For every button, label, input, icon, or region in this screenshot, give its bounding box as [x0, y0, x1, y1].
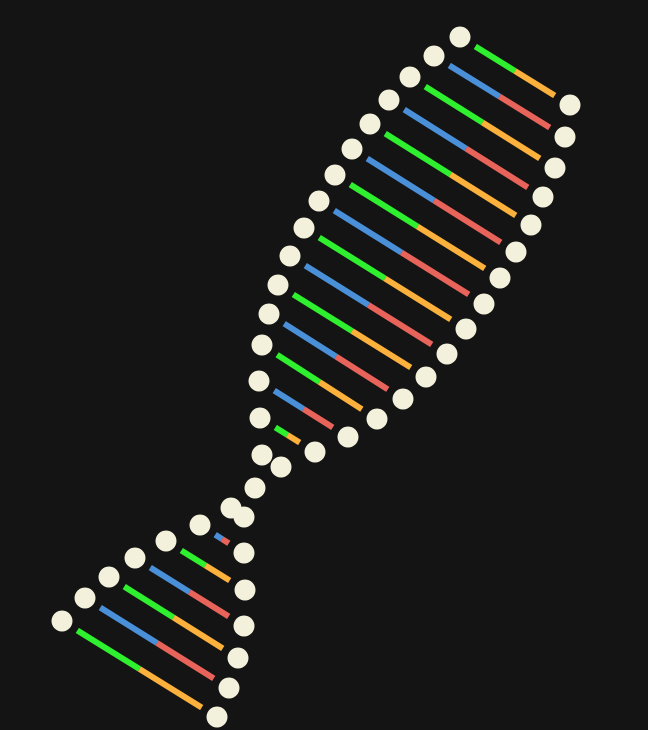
base-pair-18-left-half: [213, 532, 224, 542]
backbone-node-14b: [337, 426, 359, 448]
base-pair-15-left-half: [273, 424, 290, 438]
base-pair-1-left-half: [473, 43, 517, 74]
base-pair-12-left-half: [282, 321, 338, 360]
backbone-node-7b: [489, 267, 511, 289]
backbone-node-9b: [455, 318, 477, 340]
base-pair-20-left-half: [148, 564, 192, 595]
backbone-node-20b: [233, 615, 255, 637]
backbone-node-12a: [258, 303, 280, 325]
base-pair-14-right-half: [301, 406, 335, 430]
base-pair-9-left-half: [317, 234, 387, 282]
base-pair-2-right-half: [497, 93, 552, 131]
base-pair-18-right-half: [220, 536, 231, 546]
backbone-node-16b: [270, 456, 292, 478]
backbone-node-15a: [249, 407, 271, 429]
base-pair-19-right-half: [203, 562, 232, 584]
backbone-nodes: [51, 26, 581, 728]
base-pair-6-right-half: [432, 197, 503, 245]
base-pair-21-right-half: [171, 614, 225, 651]
base-pair-23-left-half: [75, 627, 142, 672]
base-pair-9-right-half: [383, 275, 453, 323]
base-pair-20-right-half: [187, 589, 231, 620]
base-pair-23-right-half: [137, 666, 204, 711]
backbone-node-14a: [248, 370, 270, 392]
base-pair-8-left-half: [332, 207, 404, 256]
base-pair-10-right-half: [366, 302, 434, 348]
backbone-node-4a: [378, 89, 400, 111]
base-pair-14-left-half: [272, 388, 306, 412]
backbone-node-16a: [251, 444, 273, 466]
base-pair-21-left-half: [122, 584, 176, 621]
backbone-node-23a: [51, 610, 73, 632]
base-pair-13-right-half: [317, 379, 364, 412]
base-pair-7-right-half: [415, 223, 487, 272]
backbone-node-21b: [227, 647, 249, 669]
backbone-node-1a: [449, 26, 471, 48]
backbone-node-crossover-1: [244, 477, 266, 499]
backbone-node-1b: [559, 94, 581, 116]
backbone-node-13a: [251, 334, 273, 356]
base-pair-3-right-half: [480, 119, 542, 161]
backbone-node-9a: [293, 217, 315, 239]
backbone-node-19a: [155, 530, 177, 552]
backbone-node-11b: [415, 366, 437, 388]
backbone-node-5b: [520, 214, 542, 236]
base-pair-1-right-half: [513, 68, 557, 99]
backbone-node-6b: [505, 241, 527, 263]
base-pair-12-right-half: [334, 353, 390, 392]
base-pair-8-right-half: [399, 249, 471, 298]
backbone-node-12b: [392, 388, 414, 410]
base-pair-13-left-half: [275, 352, 322, 385]
base-pair-3-left-half: [423, 84, 485, 126]
backbone-node-21a: [98, 566, 120, 588]
backbone-node-3a: [399, 66, 421, 88]
base-pair-5-left-half: [383, 131, 453, 178]
backbone-node-10a: [279, 245, 301, 267]
backbone-node-3b: [544, 157, 566, 179]
base-pair-11-left-half: [291, 291, 354, 334]
backbone-node-10b: [436, 343, 458, 365]
backbone-node-5a: [359, 113, 381, 135]
base-pair-19-left-half: [179, 547, 208, 569]
backbone-node-20a: [124, 547, 146, 569]
backbone-node-2b: [554, 126, 576, 148]
backbone-node-6a: [341, 138, 363, 160]
base-pair-4-left-half: [402, 107, 468, 152]
base-pair-10-left-half: [303, 262, 371, 308]
backbone-node-22b: [218, 677, 240, 699]
backbone-node-18b: [233, 542, 255, 564]
backbone-node-4b: [532, 186, 554, 208]
base-pair-7-left-half: [348, 181, 420, 230]
backbone-node-2a: [423, 45, 445, 67]
base-pair-22-right-half: [155, 640, 216, 682]
backbone-node-11a: [267, 274, 289, 296]
backbone-node-19b: [234, 579, 256, 601]
base-pair-5-right-half: [448, 171, 518, 218]
base-pair-2-left-half: [447, 62, 502, 100]
backbone-node-13b: [366, 408, 388, 430]
base-pair-4-right-half: [464, 145, 530, 190]
backbone-node-17b: [233, 506, 255, 528]
backbone-node-18a: [189, 514, 211, 536]
backbone-node-8b: [473, 293, 495, 315]
base-pair-22-left-half: [98, 604, 159, 646]
backbone-node-23b: [206, 706, 228, 728]
backbone-node-22a: [74, 587, 96, 609]
backbone-node-15b: [304, 441, 326, 463]
backbone-node-8a: [308, 190, 330, 212]
base-pair-6-left-half: [365, 156, 436, 204]
base-pair-11-right-half: [350, 328, 413, 371]
base-pair-15-right-half: [285, 432, 302, 446]
base-pairs: [75, 43, 557, 711]
backbone-node-7a: [324, 164, 346, 186]
